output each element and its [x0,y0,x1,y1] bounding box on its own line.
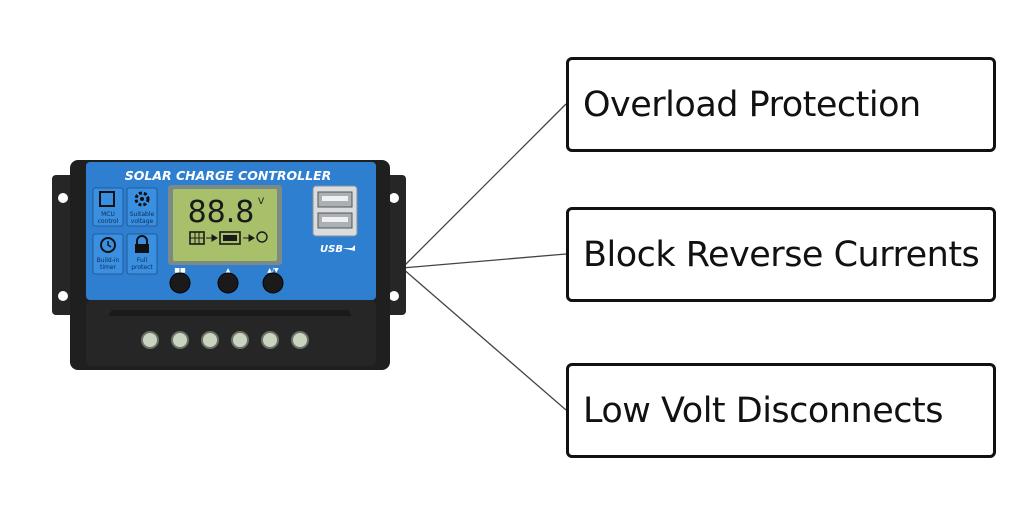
right-mount-hole [389,193,399,203]
svg-text:voltage: voltage [131,218,154,225]
button-label-updown: ▲/▼ [267,267,279,274]
chip-icon [99,191,115,207]
bulb-icon [256,231,268,243]
left-mount-hole [58,193,68,203]
callout-text: Low Volt Disconnects [583,390,943,431]
usb-label: USB [320,244,343,255]
battery-icon [219,231,241,245]
clock-icon [100,237,116,253]
terminal-screw-3 [201,331,219,349]
right-mount-hole-bottom [389,291,399,301]
terminal-screw-2 [171,331,189,349]
callout-text: Overload Protection [583,84,921,125]
icon-tile-protect: Full protect [126,233,158,275]
terminal-screw-4 [231,331,249,349]
svg-text:Full: Full [137,257,148,264]
svg-text:Build-in: Build-in [97,257,120,264]
svg-text:protect: protect [131,264,153,271]
arrow-icon-2 [243,234,255,242]
svg-text:timer: timer [100,264,117,271]
icon-tile-voltage: Suitable voltage [126,187,158,227]
lock-icon [135,235,149,253]
callout-overload-protection: Overload Protection [566,57,996,152]
down-button[interactable] [262,272,284,294]
callout-block-reverse-currents: Block Reverse Currents [566,207,996,302]
arrow-icon [206,234,218,242]
callout-low-volt-disconnects: Low Volt Disconnects [566,363,996,458]
usb-symbol-icon [342,245,355,251]
terminal-screw-5 [261,331,279,349]
button-label-menu: ■■ [174,267,186,274]
left-mount-hole-bottom [58,291,68,301]
icon-tile-mcu: MCU control [92,187,124,227]
connector-line-lowvolt [401,267,567,411]
svg-text:control: control [98,218,119,225]
lcd-unit: V [258,197,265,207]
connector-line-overload [401,103,567,269]
button-label-up: ▲ [226,267,231,274]
svg-text:MCU: MCU [101,211,115,218]
svg-text:Suitable: Suitable [130,211,155,218]
connector-line-reverse [401,253,567,269]
terminal-block [86,300,376,366]
solar-panel-icon [189,231,205,245]
lcd-value: 88.8 [188,195,255,230]
gear-icon [134,191,150,207]
device-title: SOLAR CHARGE CONTROLLER [125,168,331,183]
terminal-screw-1 [141,331,159,349]
menu-button[interactable] [169,272,191,294]
icon-tile-timer: Build-in timer [92,233,124,275]
up-button[interactable] [217,272,239,294]
terminal-screw-6 [291,331,309,349]
callout-text: Block Reverse Currents [583,234,980,275]
solar-charge-controller: SOLAR CHARGE CONTROLLER MCU control Suit… [52,160,406,370]
